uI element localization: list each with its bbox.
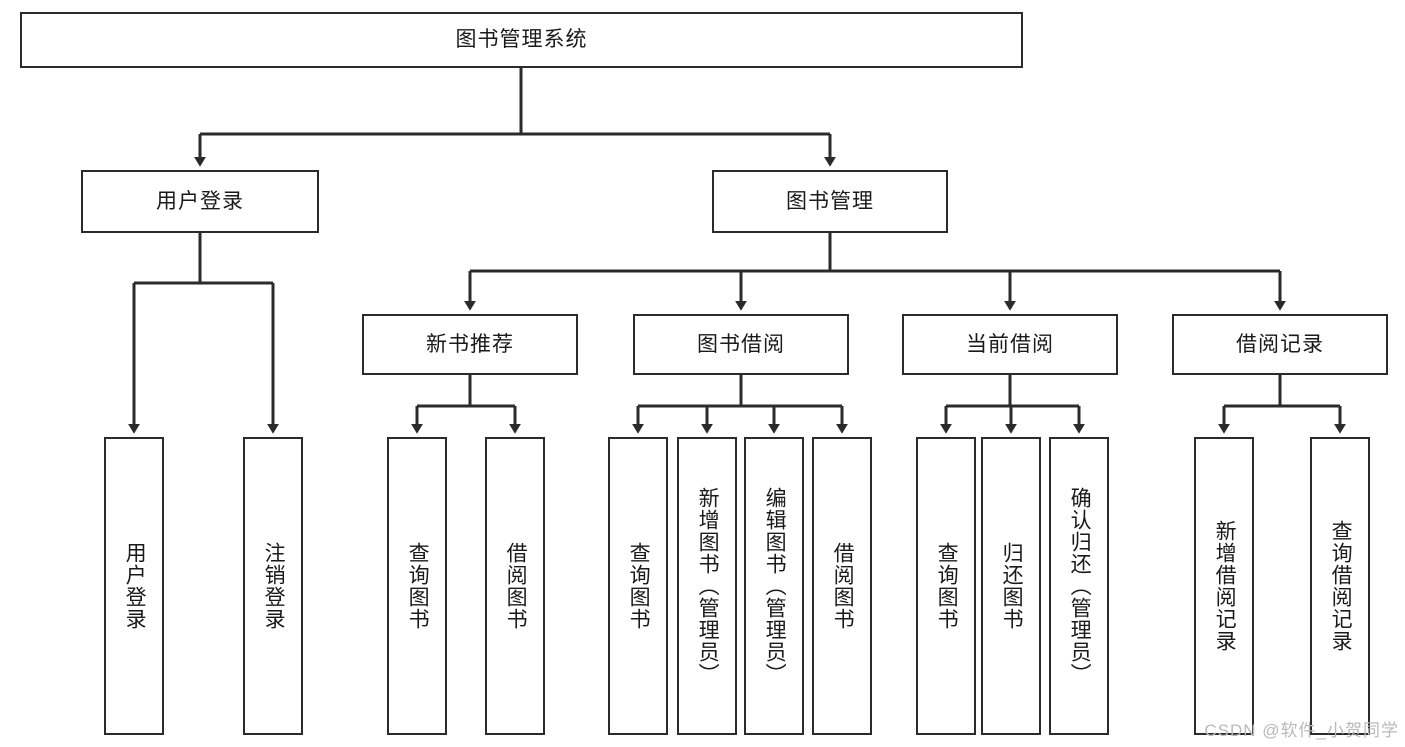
watermark-text: CSDN @软件_小贺同学	[1204, 721, 1399, 740]
node-book-borrow[interactable]: 图书借阅	[633, 314, 849, 375]
leaf-borrow-query-book-label: 查询图书	[627, 542, 651, 630]
leaf-borrow-do-book-label: 借阅图书	[831, 542, 855, 630]
leaf-borrow-query-book[interactable]: 查询图书	[608, 437, 668, 735]
leaf-current-return-book[interactable]: 归还图书	[981, 437, 1041, 735]
leaf-record-add-label: 新增借阅记录	[1213, 520, 1237, 652]
node-current-borrow-label: 当前借阅	[966, 332, 1054, 356]
leaf-borrow-add-book[interactable]: 新增图书（管理员）	[677, 437, 737, 735]
leaf-user-login[interactable]: 用户登录	[104, 437, 164, 735]
node-new-books-label: 新书推荐	[426, 332, 514, 356]
leaf-new-borrow-book[interactable]: 借阅图书	[485, 437, 545, 735]
leaf-current-confirm-return-label: 确认归还（管理员）	[1068, 487, 1092, 685]
node-root-label: 图书管理系统	[455, 28, 588, 52]
leaf-record-query[interactable]: 查询借阅记录	[1310, 437, 1370, 735]
leaf-borrow-edit-book-label: 编辑图书（管理员）	[763, 487, 787, 685]
node-user-login-label: 用户登录	[156, 189, 244, 213]
leaf-new-query-book[interactable]: 查询图书	[387, 437, 447, 735]
leaf-user-logout-label: 注销登录	[262, 542, 286, 630]
leaf-current-query-book[interactable]: 查询图书	[916, 437, 976, 735]
leaf-borrow-do-book[interactable]: 借阅图书	[812, 437, 872, 735]
leaf-record-add[interactable]: 新增借阅记录	[1194, 437, 1254, 735]
leaf-current-return-book-label: 归还图书	[1000, 542, 1024, 630]
leaf-user-logout[interactable]: 注销登录	[243, 437, 303, 735]
node-user-login[interactable]: 用户登录	[81, 170, 319, 233]
node-borrow-record[interactable]: 借阅记录	[1172, 314, 1388, 375]
leaf-current-query-book-label: 查询图书	[935, 542, 959, 630]
node-book-manage[interactable]: 图书管理	[712, 170, 948, 233]
leaf-new-borrow-book-label: 借阅图书	[504, 542, 528, 630]
leaf-user-login-label: 用户登录	[123, 542, 147, 630]
node-book-borrow-label: 图书借阅	[697, 332, 785, 356]
node-new-books[interactable]: 新书推荐	[362, 314, 578, 375]
leaf-borrow-edit-book[interactable]: 编辑图书（管理员）	[744, 437, 804, 735]
node-borrow-record-label: 借阅记录	[1236, 332, 1324, 356]
node-book-manage-label: 图书管理	[786, 189, 874, 213]
node-current-borrow[interactable]: 当前借阅	[902, 314, 1118, 375]
leaf-borrow-add-book-label: 新增图书（管理员）	[696, 487, 720, 685]
node-root[interactable]: 图书管理系统	[20, 12, 1023, 68]
leaf-new-query-book-label: 查询图书	[406, 542, 430, 630]
leaf-current-confirm-return[interactable]: 确认归还（管理员）	[1049, 437, 1109, 735]
leaf-record-query-label: 查询借阅记录	[1329, 520, 1353, 652]
